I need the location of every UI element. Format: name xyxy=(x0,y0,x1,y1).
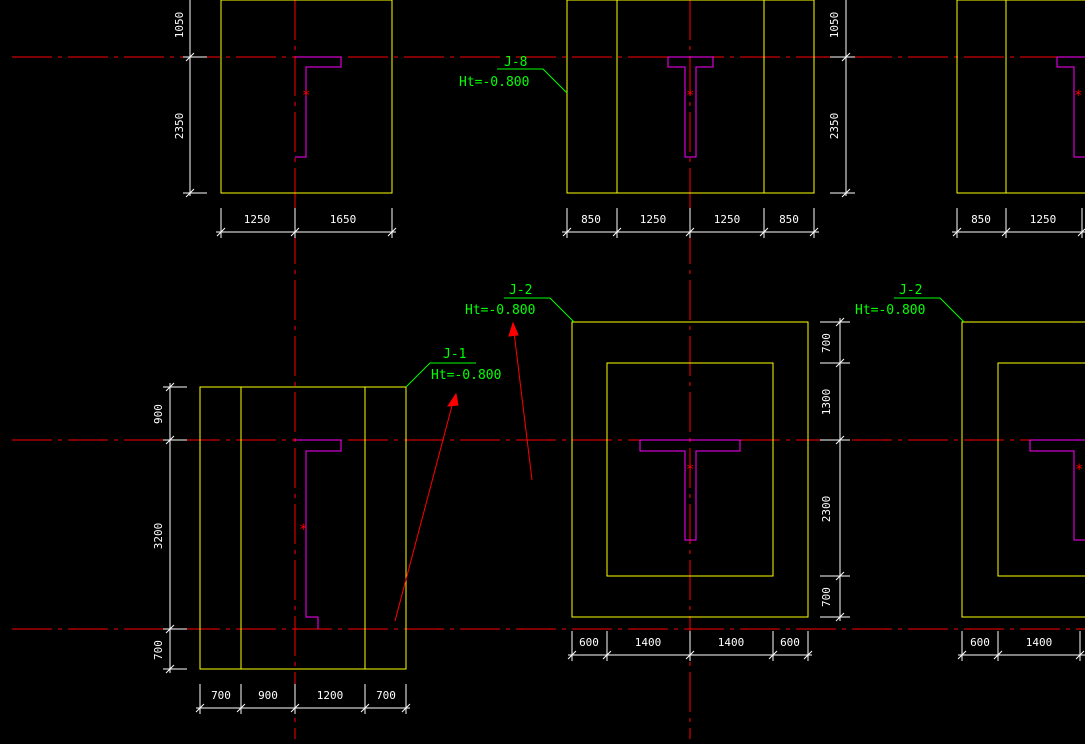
dim-text: 1250 xyxy=(640,213,667,226)
dim-text: 850 xyxy=(581,213,601,226)
dim-text: 3200 xyxy=(152,523,165,550)
annotation-arrows xyxy=(394,321,533,622)
centroid-marker: * xyxy=(686,88,694,104)
label-j2a-name[interactable]: J-2 xyxy=(509,283,532,298)
label-j1-name[interactable]: J-1 xyxy=(443,347,466,362)
footing-j2b-outer[interactable] xyxy=(961,321,1085,618)
arrowhead-j1 xyxy=(446,392,459,407)
column-j2b-b[interactable] xyxy=(1029,440,1085,541)
label-j8-name[interactable]: J-8 xyxy=(504,55,527,70)
dim-text: 700 xyxy=(211,689,231,702)
footing-j2-inner xyxy=(606,362,774,577)
arrowhead-j2 xyxy=(508,321,519,337)
dim-text: 1400 xyxy=(1026,636,1053,649)
dim-text: 850 xyxy=(779,213,799,226)
dim-text: 1650 xyxy=(330,213,357,226)
label-j2b-name[interactable]: J-2 xyxy=(899,283,922,298)
footing-j1[interactable] xyxy=(199,386,407,670)
footing-outlines xyxy=(199,0,1085,670)
footing-j8[interactable] xyxy=(566,0,815,194)
label-j2b-ht[interactable]: Ht=-0.800 xyxy=(855,303,925,318)
column-top-right-b[interactable] xyxy=(1056,57,1085,158)
dim-text: 1300 xyxy=(820,389,833,416)
centroid-marker: * xyxy=(302,88,310,104)
dim-text: 1050 xyxy=(828,12,841,39)
dim-text: 1050 xyxy=(173,12,186,39)
axis-lines xyxy=(12,0,1085,739)
footing-labels: J-8 Ht=-0.800 J-2 Ht=-0.800 J-2 Ht=-0.80… xyxy=(431,55,925,383)
dim-text: 850 xyxy=(971,213,991,226)
column-j8[interactable] xyxy=(667,56,714,158)
footing-top-left[interactable] xyxy=(220,0,393,194)
dim-text: 600 xyxy=(780,636,800,649)
centroid-markers: * * * * * * xyxy=(299,88,1083,538)
label-j8-ht[interactable]: Ht=-0.800 xyxy=(459,75,529,90)
leader-j2b xyxy=(894,297,965,323)
centroid-marker: * xyxy=(686,462,694,478)
label-j1-ht[interactable]: Ht=-0.800 xyxy=(431,368,501,383)
label-j2a-ht[interactable]: Ht=-0.800 xyxy=(465,303,535,318)
dim-text: 900 xyxy=(152,404,165,424)
footing-j2b-inner xyxy=(997,362,1085,577)
dim-text: 700 xyxy=(820,333,833,353)
dim-text: 2350 xyxy=(828,113,841,140)
dim-text: 700 xyxy=(152,640,165,660)
dim-text: 1400 xyxy=(718,636,745,649)
arrow-to-j1-label xyxy=(394,401,454,622)
dim-text: 1200 xyxy=(317,689,344,702)
dimension-lines xyxy=(163,0,1085,714)
leader-j8 xyxy=(497,68,568,94)
dim-text: 700 xyxy=(820,587,833,607)
centroid-marker: * xyxy=(1074,88,1082,104)
dim-text: 2300 xyxy=(820,496,833,523)
columns xyxy=(295,56,1085,629)
column-top-left[interactable] xyxy=(295,56,342,158)
dim-text: 1250 xyxy=(1030,213,1057,226)
centroid-marker: * xyxy=(1075,462,1083,478)
dim-text: 900 xyxy=(258,689,278,702)
label-leaders xyxy=(405,68,965,388)
footing-j2-outer[interactable] xyxy=(571,321,809,618)
dim-text: 700 xyxy=(376,689,396,702)
column-j2[interactable] xyxy=(639,439,741,541)
dim-text: 2350 xyxy=(173,113,186,140)
dim-text: 1250 xyxy=(244,213,271,226)
arrow-to-j2-label xyxy=(513,331,533,481)
column-j1[interactable] xyxy=(295,439,342,629)
leader-j1 xyxy=(405,362,476,388)
centroid-marker: * xyxy=(299,522,307,538)
dim-text: 1400 xyxy=(635,636,662,649)
dim-text: 1250 xyxy=(714,213,741,226)
leader-j2a xyxy=(504,297,575,323)
dim-text: 600 xyxy=(970,636,990,649)
dim-text: 600 xyxy=(579,636,599,649)
dimension-texts: 1050 2350 1250 1650 850 1250 1250 850 10… xyxy=(152,12,1056,702)
footing-top-right[interactable] xyxy=(956,0,1085,194)
